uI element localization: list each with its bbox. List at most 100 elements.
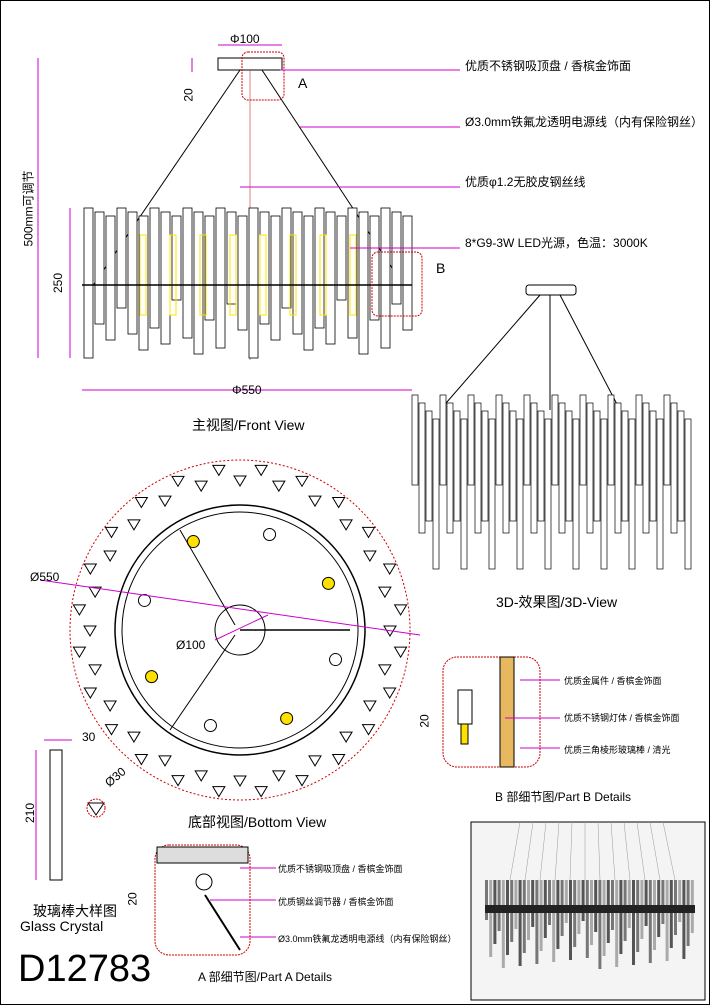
crystal-rod — [226, 211, 237, 305]
part-b-caption: B 部细节图/Part B Details — [495, 790, 632, 804]
bulb-outline — [289, 234, 297, 316]
crystal-triangle — [72, 604, 87, 616]
crystal-dim-h: 210 — [23, 802, 38, 824]
crystal-triangle — [194, 770, 209, 782]
crystal-rod — [193, 211, 204, 355]
crystal-rod — [149, 207, 160, 329]
photo-crystal — [581, 880, 585, 921]
photo-crystal — [514, 880, 518, 929]
3d-crystal — [670, 402, 678, 534]
3d-crystal — [684, 418, 692, 570]
3d-crystal — [586, 402, 594, 534]
model-number: D12783 — [18, 948, 152, 990]
marker-b: B — [436, 260, 446, 276]
crystal-triangle — [382, 687, 397, 699]
crystal-rod — [259, 211, 270, 325]
photo-crystal — [598, 880, 602, 969]
part-b-label-2: 优质不锈钢灯体 / 香槟金饰面 — [564, 713, 680, 723]
crystal-triangle — [158, 495, 172, 508]
crystal-triangle — [331, 496, 346, 509]
photo-crystal — [665, 880, 669, 961]
line — [179, 529, 236, 626]
3d-crystal — [523, 394, 531, 486]
crystal-rod — [358, 211, 369, 355]
photo-crystal — [644, 880, 648, 926]
photo-crystal — [602, 880, 606, 956]
crystal-rod — [204, 215, 215, 321]
3d-crystal — [614, 402, 622, 534]
crystal-triangle — [295, 475, 309, 488]
crystal-triangle — [103, 550, 117, 562]
photo-crystal — [489, 880, 493, 957]
3d-crystal — [453, 410, 461, 522]
crystal-triangle — [134, 754, 149, 766]
dim-width: Φ550 — [232, 383, 262, 397]
photo-wire — [539, 821, 547, 881]
crystal-triangle — [83, 687, 98, 699]
glass-rod-section — [499, 656, 515, 768]
3d-crystal — [565, 410, 573, 522]
photo-crystal — [506, 880, 509, 955]
photo-crystal — [619, 880, 623, 954]
crystal-triangle — [127, 731, 141, 744]
3d-crystal — [642, 402, 650, 534]
3d-crystal — [418, 402, 426, 534]
3d-crystal — [411, 394, 419, 486]
crystal-rod — [270, 215, 281, 341]
photo-crystal — [682, 880, 686, 959]
photo-crystal — [518, 880, 522, 966]
ring-inner-circle — [121, 511, 359, 749]
3d-crystal — [600, 418, 608, 570]
photo-wire — [569, 821, 573, 881]
bulb-outline — [319, 234, 327, 316]
cable — [204, 894, 241, 951]
3d-crystal — [432, 418, 440, 570]
crystal-triangle — [194, 480, 209, 493]
photo-crystal — [669, 880, 673, 948]
crystal-triangle — [361, 526, 376, 539]
crystal-rod — [380, 207, 391, 349]
photo-wire — [662, 821, 676, 881]
photo-wire — [554, 821, 560, 881]
part-b-label-1: 优质金属件 / 香槟金饰面 — [564, 676, 662, 686]
label-wire: 优质φ1.2无胶皮钢丝线 — [465, 175, 586, 189]
lamp-socket — [137, 593, 151, 607]
crystal-triangle — [211, 464, 226, 477]
crystal-triangle — [158, 755, 172, 767]
photo-wire — [509, 821, 521, 881]
crystal-rod — [402, 215, 413, 331]
detail-b-box — [442, 656, 541, 768]
3d-crystal — [530, 402, 538, 534]
adjuster-nut — [195, 873, 213, 891]
3d-crystal — [544, 418, 552, 570]
crystal-triangle — [233, 475, 247, 487]
glass-crystal-rod — [49, 749, 63, 881]
part-b-dim: 20 — [417, 714, 432, 728]
crystal-rod — [391, 211, 402, 305]
crystal-triangle — [295, 775, 309, 787]
crystal-triangle — [271, 480, 286, 493]
lamp-socket — [280, 711, 294, 725]
canopy — [217, 57, 283, 71]
photo-crystal — [501, 880, 505, 968]
crystal-rod — [94, 211, 105, 325]
3d-crystal — [656, 418, 664, 570]
lamp-socket — [186, 535, 200, 549]
lamp-socket — [329, 653, 343, 667]
label-cable: Ø3.0mm铁氟龙透明电源线（内有保险钢丝） — [465, 115, 704, 129]
3d-crystal — [621, 410, 629, 522]
bulb-outline — [349, 234, 357, 316]
crystal-rod — [292, 211, 303, 335]
detail-a-marker — [241, 51, 285, 101]
photo-wire — [636, 821, 646, 881]
crystal-rod — [116, 207, 127, 309]
crystal-section — [87, 802, 105, 816]
bulb — [460, 723, 469, 745]
part-b-label-3: 优质三角棱形玻璃棒 / 清光 — [564, 745, 671, 755]
photo-crystal — [585, 880, 589, 958]
crystal-triangle — [393, 604, 408, 616]
3d-crystal — [516, 418, 524, 570]
crystal-rod — [336, 215, 347, 301]
lamp-socket — [321, 576, 335, 590]
